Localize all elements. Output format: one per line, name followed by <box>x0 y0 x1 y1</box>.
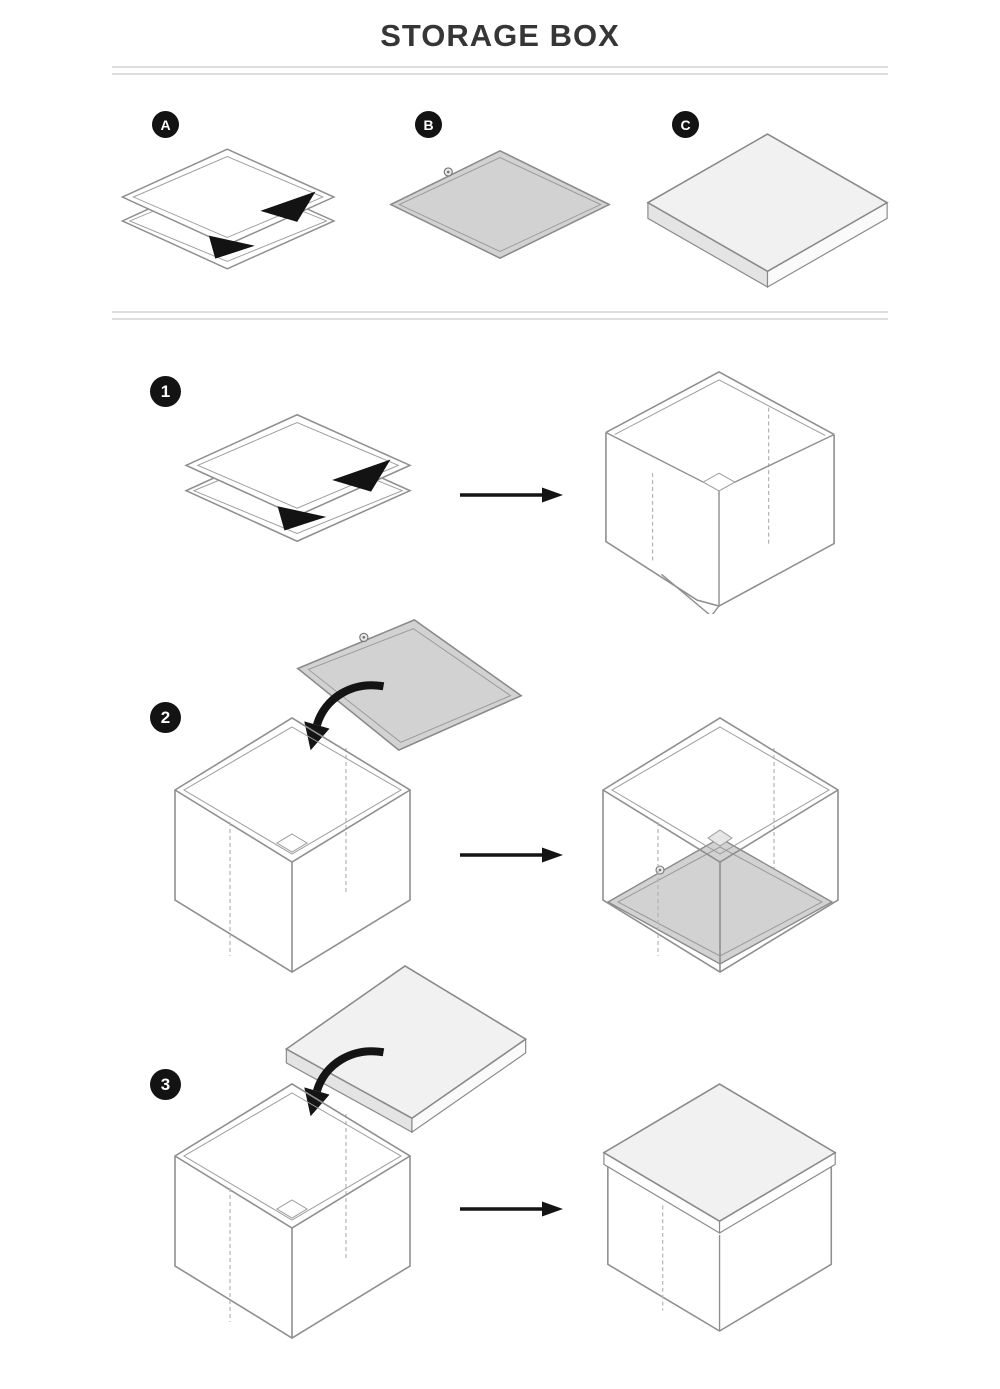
divider-top <box>112 66 888 75</box>
step-1-opened-box-illustration <box>598 366 846 614</box>
part-b-label: B <box>423 116 434 133</box>
step-2-arrow-right-icon <box>460 846 564 864</box>
step-3-badge: 3 <box>150 1069 181 1100</box>
step-2-box-with-base-illustration <box>598 710 848 980</box>
step-3-closed-box-illustration <box>600 1078 845 1338</box>
step-1-number: 1 <box>160 381 171 401</box>
part-c-badge: C <box>672 111 699 138</box>
page-title: STORAGE BOX <box>380 18 620 53</box>
part-c-label: C <box>680 116 691 133</box>
step-1-folded-shell-illustration <box>178 405 422 551</box>
part-a-badge: A <box>152 111 179 138</box>
step-1-arrow-right-icon <box>460 486 564 504</box>
step-3-open-box-illustration <box>170 1076 420 1346</box>
part-a-folded-shell-illustration <box>115 140 345 278</box>
divider-parts <box>112 311 888 320</box>
step-3-number: 3 <box>160 1074 171 1094</box>
part-c-lid-illustration <box>643 128 893 295</box>
step-2-badge: 2 <box>150 702 181 733</box>
step-1-badge: 1 <box>150 376 181 407</box>
part-a-label: A <box>160 116 171 133</box>
part-b-badge: B <box>415 111 442 138</box>
step-3-arrow-right-icon <box>460 1200 564 1218</box>
part-b-base-panel-illustration <box>385 145 615 265</box>
step-2-open-box-illustration <box>170 710 420 980</box>
step-2-number: 2 <box>160 707 171 727</box>
